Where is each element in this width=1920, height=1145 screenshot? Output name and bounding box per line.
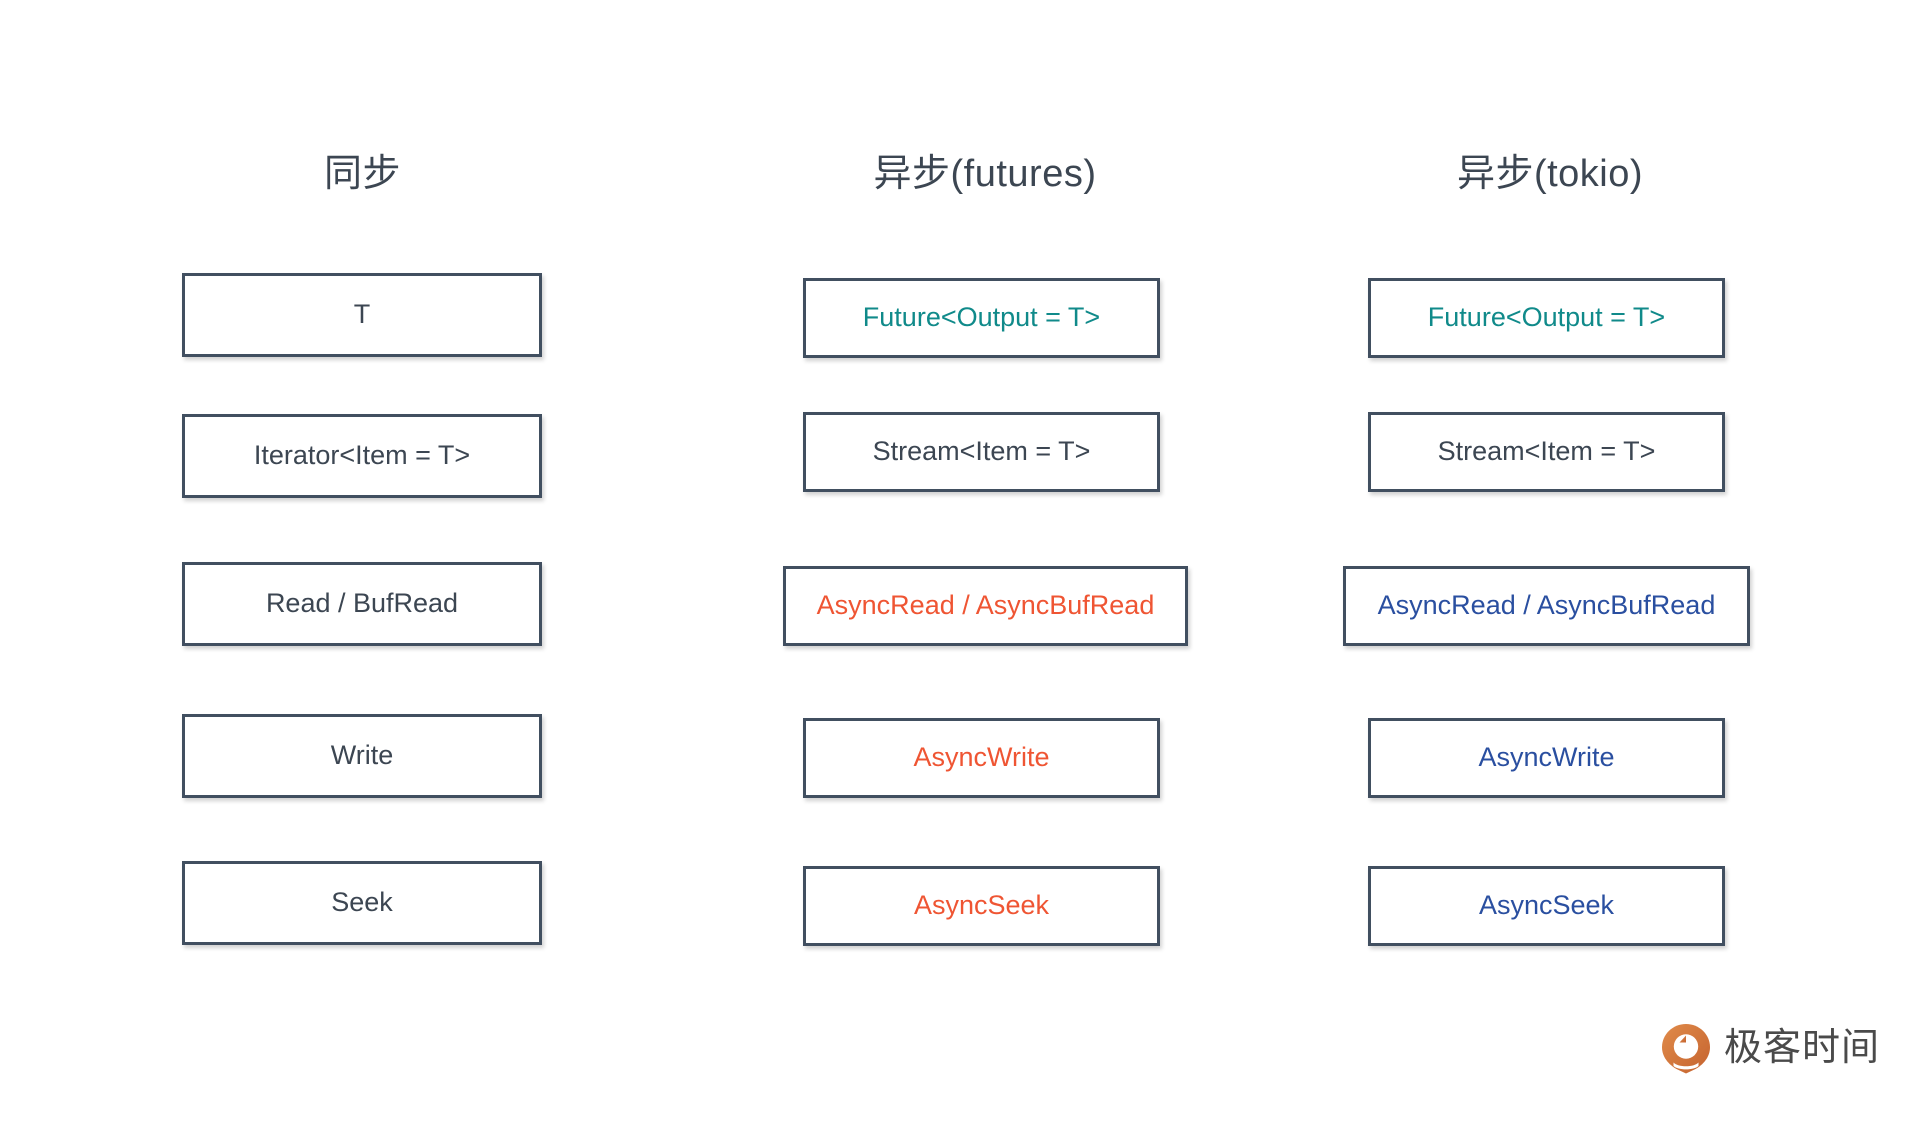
trait-box-tokio-stream: Stream<Item = T> xyxy=(1368,412,1725,492)
column-header-sync: 同步 xyxy=(323,153,401,195)
trait-box-sync-write: Write xyxy=(182,714,542,798)
geektime-pin-icon xyxy=(1662,1024,1710,1074)
trait-box-tokio-future: Future<Output = T> xyxy=(1368,278,1725,358)
trait-box-label: Read / BufRead xyxy=(265,588,459,619)
trait-box-futures-stream: Stream<Item = T> xyxy=(803,412,1160,492)
trait-box-label: AsyncRead / AsyncBufRead xyxy=(1377,590,1716,621)
trait-box-label: Iterator<Item = T> xyxy=(253,440,471,471)
trait-box-label: Stream<Item = T> xyxy=(1437,436,1656,467)
trait-box-label: AsyncSeek xyxy=(913,890,1050,921)
column-header-futures: 异步(futures) xyxy=(873,153,1097,195)
trait-box-label: Future<Output = T> xyxy=(1427,302,1666,333)
trait-box-tokio-asyncread: AsyncRead / AsyncBufRead xyxy=(1343,566,1750,646)
trait-box-label: Seek xyxy=(331,887,393,918)
trait-box-sync-seek: Seek xyxy=(182,861,542,945)
trait-box-sync-t: T xyxy=(182,273,542,357)
trait-box-label: Future<Output = T> xyxy=(862,302,1101,333)
trait-box-label: Write xyxy=(330,740,394,771)
trait-box-futures-asyncwrite: AsyncWrite xyxy=(803,718,1160,798)
trait-box-tokio-asyncwrite: AsyncWrite xyxy=(1368,718,1725,798)
trait-box-label: AsyncWrite xyxy=(1478,742,1615,773)
trait-box-tokio-asyncseek: AsyncSeek xyxy=(1368,866,1725,946)
trait-box-futures-asyncread: AsyncRead / AsyncBufRead xyxy=(783,566,1188,646)
trait-box-futures-future: Future<Output = T> xyxy=(803,278,1160,358)
trait-box-label: AsyncWrite xyxy=(913,742,1050,773)
brand-logo: 极客时间 xyxy=(1660,1022,1880,1074)
trait-box-sync-read: Read / BufRead xyxy=(182,562,542,646)
trait-box-label: Stream<Item = T> xyxy=(872,436,1091,467)
trait-box-sync-iterator: Iterator<Item = T> xyxy=(182,414,542,498)
trait-box-label: AsyncSeek xyxy=(1478,890,1615,921)
column-header-tokio: 异步(tokio) xyxy=(1456,153,1644,195)
trait-box-label: T xyxy=(353,299,371,330)
brand-name: 极客时间 xyxy=(1724,1027,1881,1069)
trait-box-futures-asyncseek: AsyncSeek xyxy=(803,866,1160,946)
trait-box-label: AsyncRead / AsyncBufRead xyxy=(816,590,1155,621)
